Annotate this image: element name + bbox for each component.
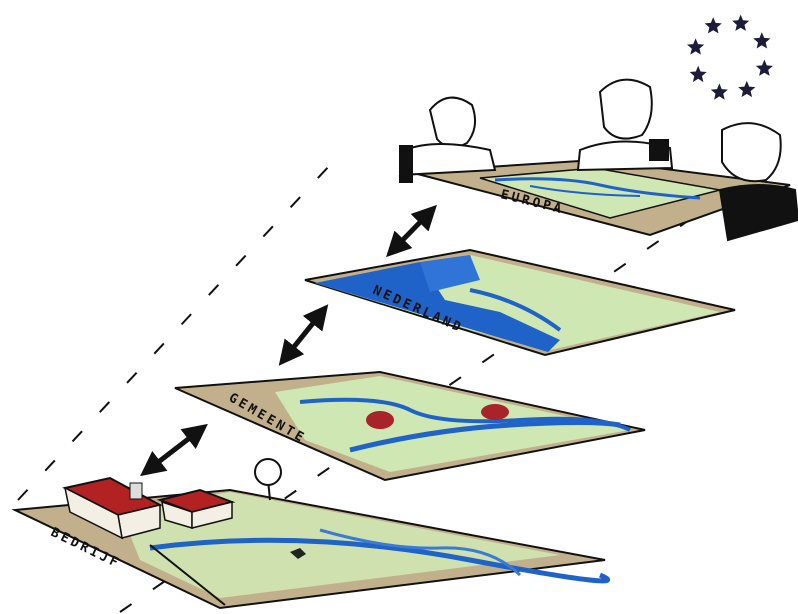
star-icon: [690, 66, 707, 82]
star-icon: [738, 81, 755, 97]
level-nederland: NEDERLAND: [305, 250, 735, 355]
star-icon: [756, 60, 773, 76]
eu-stars-icon: [687, 15, 773, 100]
person-icon: [400, 98, 495, 182]
level-europa: EUROPA: [400, 80, 798, 240]
star-icon: [732, 15, 749, 31]
star-icon: [711, 83, 728, 99]
star-icon: [687, 38, 704, 54]
person-icon: [578, 80, 672, 170]
level-bedrijf: BEDRIJF: [15, 459, 608, 608]
level-gemeente: GEMEENTE: [175, 372, 645, 480]
star-icon: [705, 17, 722, 33]
star-icon: [753, 32, 770, 48]
tree-icon: [255, 459, 281, 500]
